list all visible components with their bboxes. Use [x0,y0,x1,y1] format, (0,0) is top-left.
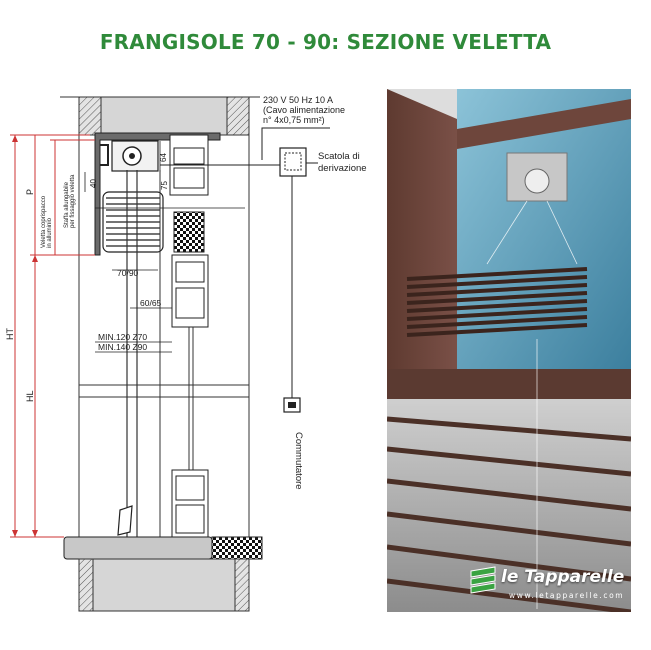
cover-label-line1: Veletta coprispacco [41,195,47,248]
dim-40: 40 [89,179,98,188]
internal-dimensions [84,141,245,353]
junction-box [279,147,307,177]
dim-75: 75 [160,181,169,190]
product-photo [387,89,631,612]
brand-mark-icon [470,566,496,594]
brand-url: www.letapparelle.com [509,591,625,600]
floor-hatch [234,558,250,612]
dim-ht: HT [5,328,15,340]
ceiling-hatch [78,96,102,136]
power-label-line3: n° 4x0,75 mm²) [263,115,325,125]
power-cable [160,127,330,398]
junction-label-line2: derivazione [318,163,367,174]
dim-64: 64 [159,153,168,162]
sill-hatch [211,536,263,560]
dim-min-z90: MIN.140 Z90 [98,342,147,352]
bracket [100,144,109,166]
window-sill [63,536,213,560]
power-label-line1: 230 V 50 Hz 10 A [263,95,333,105]
bracket-label-line1: Staffa allungabile [64,181,70,228]
dim-hl: HL [25,390,35,402]
dim-p: P [25,189,35,195]
dim-7090: 70/90 [117,268,139,278]
dimension-lines [10,134,95,538]
switch-label: Commutatore [293,432,304,490]
ceiling-wall [78,96,250,136]
floor-wall [78,558,250,612]
dim-min-z70: MIN.120 Z70 [98,332,147,342]
slat-pack [102,191,164,253]
window-frame-bottom [171,469,209,541]
bracket-label-line2: per fissaggio veletta [70,174,76,228]
cover-label-line2: in alluminio [47,217,53,248]
page-title: FRANGISOLE 70 - 90: SEZIONE VELETTA [99,30,552,54]
power-label-line2: (Cavo alimentazione [263,105,345,115]
brand-name: le Tapparelle [501,567,625,587]
floor-hatch [78,558,94,612]
dimension-ticks [12,135,38,537]
ceiling-hatch [226,96,250,136]
brand-logo: le Tapparelle www.letapparelle.com [469,561,631,609]
window-frame-top [169,134,209,328]
dim-6065: 60/65 [140,298,162,308]
bottom-slat [117,505,133,536]
junction-label-line1: Scatola di [318,151,360,162]
wall-break [78,384,250,398]
photo-render [387,89,631,612]
